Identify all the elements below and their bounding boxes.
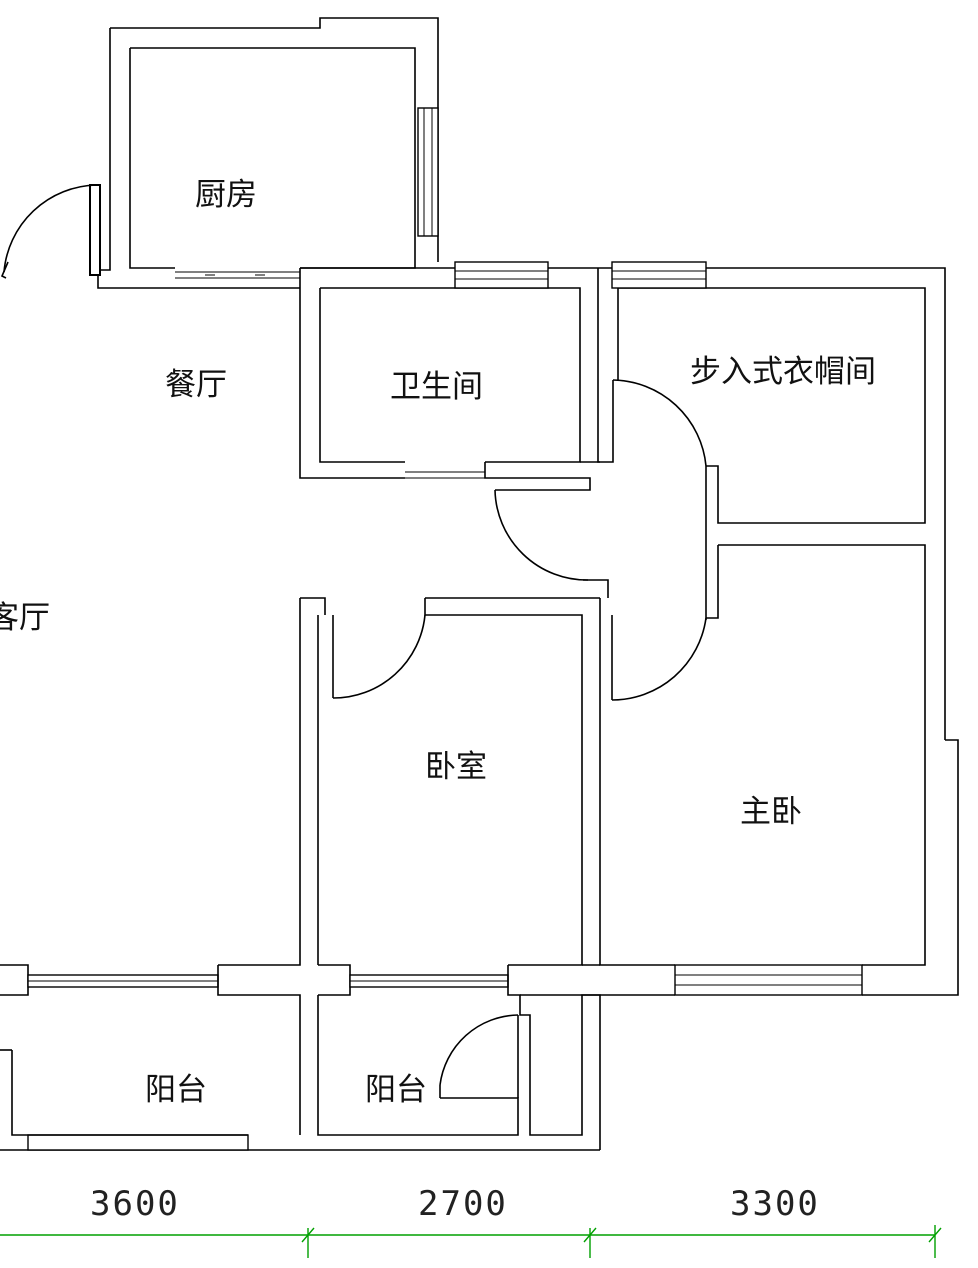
dimension-label-2: 2700	[418, 1184, 508, 1224]
dimension-label-1: 3600	[90, 1184, 180, 1224]
kitchen-walls	[97, 17, 439, 289]
label-dining: 餐厅	[165, 367, 227, 403]
corridor-door	[494, 489, 609, 598]
dimension-line	[0, 1225, 942, 1258]
label-balcony-left: 阳台	[145, 1072, 207, 1108]
entry-door	[0, 184, 101, 279]
label-living: 客厅	[0, 600, 50, 636]
dimension-label-3: 3300	[730, 1184, 820, 1224]
closet-walls	[597, 261, 946, 740]
label-kitchen: 厨房	[195, 177, 257, 213]
bathroom-walls	[299, 261, 600, 491]
label-walk-in-closet: 步入式衣帽间	[690, 354, 876, 390]
label-bedroom: 卧室	[425, 749, 487, 785]
label-master-bedroom: 主卧	[740, 794, 802, 830]
master-bedroom-walls	[520, 544, 959, 996]
bedroom-walls	[218, 597, 600, 966]
label-bathroom: 卫生间	[390, 369, 483, 405]
label-balcony-right: 阳台	[365, 1072, 427, 1108]
balcony-walls	[0, 964, 601, 1151]
